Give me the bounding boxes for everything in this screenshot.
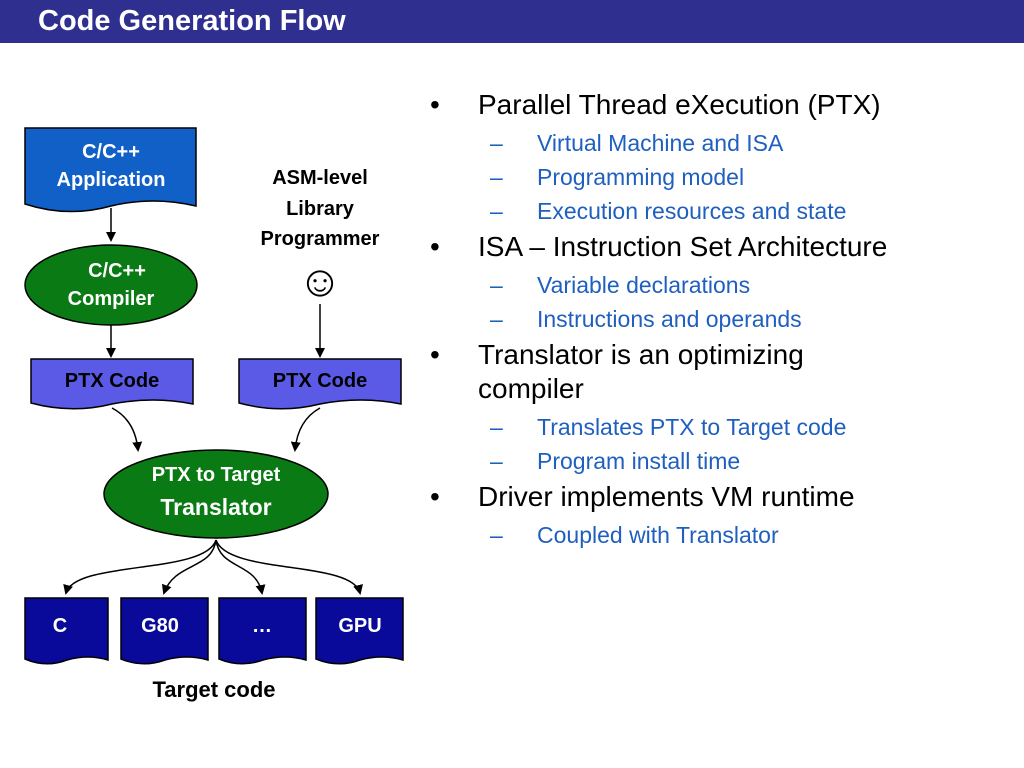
bullet-group: • ISA – Instruction Set Architecture – Var…	[420, 230, 1020, 336]
dash-icon: –	[490, 130, 503, 156]
sub-bullet-text: Programming model	[537, 164, 745, 190]
sub-bullet-item: – Programming model	[420, 160, 1020, 194]
target-c-shape	[24, 597, 109, 665]
compiler-label-line2: Compiler	[68, 288, 155, 310]
compiler-ellipse-shape	[24, 244, 198, 326]
bullet-item: • ISA – Instruction Set Architecture	[420, 230, 1020, 264]
sub-bullet-item: – Coupled with Translator	[420, 518, 1020, 552]
sub-bullet-item: – Instructions and operands	[420, 302, 1020, 336]
target-g80-shape	[120, 597, 209, 665]
sub-bullet-text: Coupled with Translator	[537, 522, 779, 548]
bullet-list: • Parallel Thread eXecution (PTX) – Virtua…	[420, 88, 1020, 554]
ptx-code-right-label: PTX Code	[273, 370, 367, 392]
dash-icon: –	[490, 414, 503, 440]
arrow-translator-to-ellipsis	[215, 539, 266, 595]
bullet-text: Translator is an optimizing compiler	[478, 339, 804, 404]
target-gpu-label: GPU	[338, 615, 381, 637]
asm-label-line1: ASM-level	[272, 167, 368, 189]
translator-label-line1: PTX to Target	[152, 464, 281, 486]
target-ellipsis-shape	[218, 597, 307, 665]
bullet-item: • Translator is an optimizing compiler	[420, 338, 898, 406]
bullet-group: • Driver implements VM runtime – Coupled w…	[420, 480, 1020, 552]
bullet-item: • Driver implements VM runtime	[420, 480, 1020, 514]
sub-bullet-item: – Execution resources and state	[420, 194, 1020, 228]
target-g80: G80	[120, 597, 209, 665]
arrow-ptx-right-to-translator	[290, 407, 321, 452]
dash-icon: –	[490, 522, 503, 548]
dash-icon: –	[490, 198, 503, 224]
sub-bullet-text: Program install time	[537, 448, 741, 474]
compiler-ellipse: C/C++ Compiler	[24, 244, 198, 326]
dash-icon: –	[490, 272, 503, 298]
translator-label-line2: Translator	[160, 494, 271, 520]
sub-bullet-text: Virtual Machine and ISA	[537, 130, 784, 156]
target-code-caption: Target code	[152, 677, 275, 702]
sub-bullet-text: Execution resources and state	[537, 198, 847, 224]
asm-label-line3: Programmer	[261, 228, 380, 250]
asm-programmer: ASM-level Library Programmer ☺	[261, 167, 380, 306]
bullet-dot-icon: •	[430, 339, 440, 370]
sub-bullet-text: Translates PTX to Target code	[537, 414, 847, 440]
ptx-code-right: PTX Code	[238, 358, 402, 410]
application-label-line2: Application	[57, 169, 166, 191]
sub-bullet-item: – Translates PTX to Target code	[420, 410, 1020, 444]
title-bar	[0, 0, 1024, 43]
sub-bullet-item: – Variable declarations	[420, 268, 1020, 302]
target-c-label: C	[53, 615, 67, 637]
bullet-item: • Parallel Thread eXecution (PTX)	[420, 88, 1020, 122]
sub-bullet-text: Variable declarations	[537, 272, 751, 298]
compiler-label-line1: C/C++	[88, 260, 146, 282]
slide-title: Code Generation Flow	[38, 5, 346, 37]
ptx-code-right-shape	[238, 358, 402, 410]
dash-icon: –	[490, 164, 503, 190]
bullet-dot-icon: •	[430, 89, 440, 120]
smiley-icon: ☺	[298, 257, 343, 306]
bullet-group: • Translator is an optimizing compiler – T…	[420, 338, 1020, 478]
bullet-text: Driver implements VM runtime	[478, 481, 855, 512]
ptx-code-left: PTX Code	[30, 358, 194, 410]
bullet-text: Parallel Thread eXecution (PTX)	[478, 89, 881, 120]
application-document-shape	[24, 127, 197, 213]
arrow-translator-to-gpu	[215, 539, 363, 595]
ptx-code-left-shape	[30, 358, 194, 410]
bullet-text: ISA – Instruction Set Architecture	[478, 231, 888, 262]
sub-bullet-item: – Program install time	[420, 444, 1020, 478]
bullet-group: • Parallel Thread eXecution (PTX) – Virtua…	[420, 88, 1020, 228]
arrow-ptx-left-to-translator	[111, 407, 143, 452]
target-g80-label: G80	[141, 615, 179, 637]
target-ellipsis: …	[218, 597, 307, 665]
code-generation-diagram: C/C++ Application ASM-level Library Prog…	[24, 127, 404, 702]
target-gpu-shape	[315, 597, 404, 665]
bullet-dot-icon: •	[430, 481, 440, 512]
sub-bullet-text: Instructions and operands	[537, 306, 802, 332]
target-ellipsis-label: …	[252, 615, 272, 637]
translator-ellipse-shape	[103, 449, 329, 539]
dash-icon: –	[490, 448, 503, 474]
asm-label-line2: Library	[286, 198, 355, 220]
translator-ellipse: PTX to Target Translator	[103, 449, 329, 539]
application-label-line1: C/C++	[82, 141, 140, 163]
bullet-dot-icon: •	[430, 231, 440, 262]
target-c: C	[24, 597, 109, 665]
arrow-translator-to-c	[63, 539, 217, 595]
ptx-code-left-label: PTX Code	[65, 370, 159, 392]
arrow-translator-to-g80	[161, 539, 217, 595]
application-document: C/C++ Application	[24, 127, 197, 213]
dash-icon: –	[490, 306, 503, 332]
target-gpu: GPU	[315, 597, 404, 665]
sub-bullet-item: – Virtual Machine and ISA	[420, 126, 1020, 160]
